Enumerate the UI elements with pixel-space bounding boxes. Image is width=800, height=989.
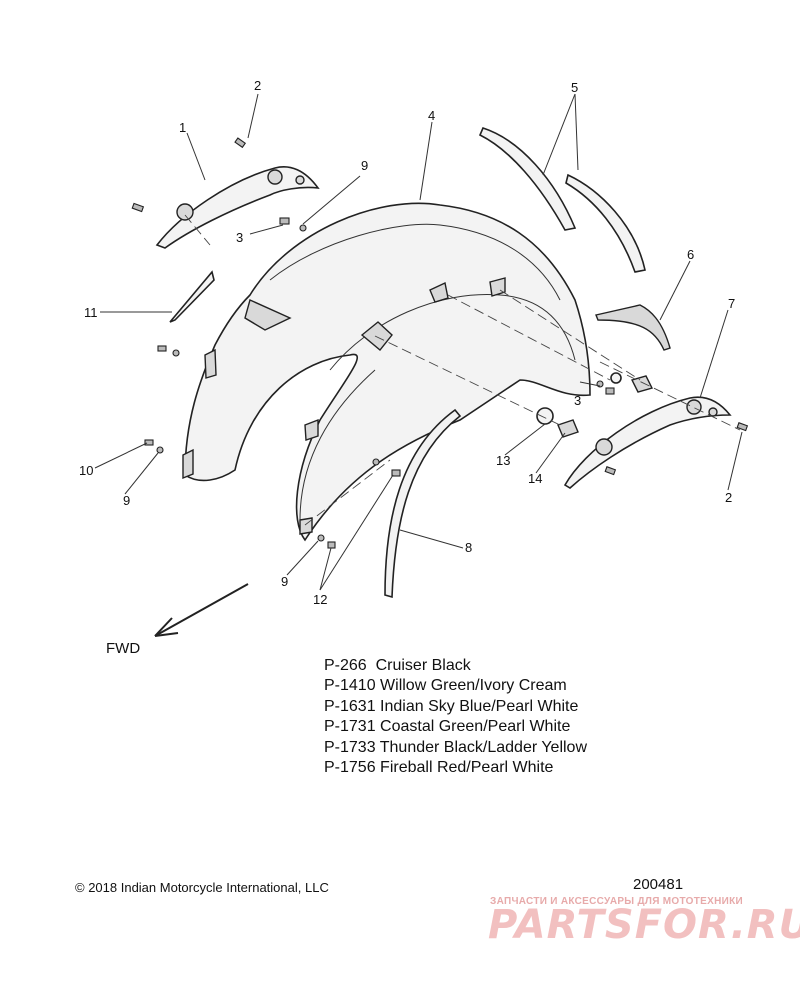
reference-lines bbox=[184, 214, 741, 526]
callout-13: 13 bbox=[496, 453, 510, 468]
callout-11: 11 bbox=[84, 305, 98, 320]
copyright-notice: © 2018 Indian Motorcycle International, … bbox=[75, 880, 329, 895]
hardware bbox=[131, 137, 749, 549]
callout-12: 12 bbox=[313, 592, 327, 607]
callout-4: 4 bbox=[428, 108, 435, 123]
callout-5: 5 bbox=[571, 80, 578, 95]
fwd-label: FWD bbox=[106, 640, 141, 657]
color-option: P-1733 Thunder Black/Ladder Yellow bbox=[324, 738, 587, 756]
color-option: P-1756 Fireball Red/Pearl White bbox=[324, 759, 554, 777]
pad-part bbox=[536, 372, 654, 438]
color-option: P-1731 Coastal Green/Pearl White bbox=[324, 718, 571, 736]
callout-2: 2 bbox=[254, 78, 261, 93]
callout-3b: 3 bbox=[574, 393, 581, 408]
watermark-logo: PARTSFOR.RU bbox=[488, 902, 800, 948]
right-rail-part bbox=[563, 396, 732, 489]
callout-9c: 9 bbox=[281, 574, 288, 589]
watermark-subtitle: ЗАПЧАСТИ И АКСЕССУАРЫ ДЛЯ МОТОТЕХНИКИ bbox=[490, 896, 743, 907]
rear-fender-part bbox=[182, 202, 591, 542]
callout-10: 10 bbox=[79, 463, 93, 478]
color-option: P-266 Cruiser Black bbox=[324, 657, 471, 674]
callout-7: 7 bbox=[728, 296, 735, 311]
callout-9: 9 bbox=[361, 158, 368, 173]
callout-9b: 9 bbox=[123, 493, 130, 508]
callout-8: 8 bbox=[465, 540, 472, 555]
color-option: P-1410 Willow Green/Ivory Cream bbox=[324, 677, 567, 695]
color-options-list: P-266 Cruiser Black P-1410 Willow Green/… bbox=[324, 656, 587, 778]
drawing-number: 200481 bbox=[633, 876, 684, 893]
callout-6: 6 bbox=[687, 247, 694, 262]
trim-strip-part bbox=[478, 127, 646, 273]
fwd-arrow bbox=[154, 583, 249, 637]
color-option: P-1631 Indian Sky Blue/Pearl White bbox=[324, 697, 579, 715]
leader-lines bbox=[94, 93, 743, 591]
emblem-part bbox=[595, 304, 671, 351]
side-trim-part bbox=[384, 408, 462, 599]
small-strip-part bbox=[169, 270, 215, 323]
callout-3: 3 bbox=[236, 230, 243, 245]
callout-1: 1 bbox=[179, 120, 186, 135]
callout-14: 14 bbox=[528, 471, 542, 486]
left-rail-part bbox=[155, 166, 320, 249]
callout-2b: 2 bbox=[725, 490, 732, 505]
